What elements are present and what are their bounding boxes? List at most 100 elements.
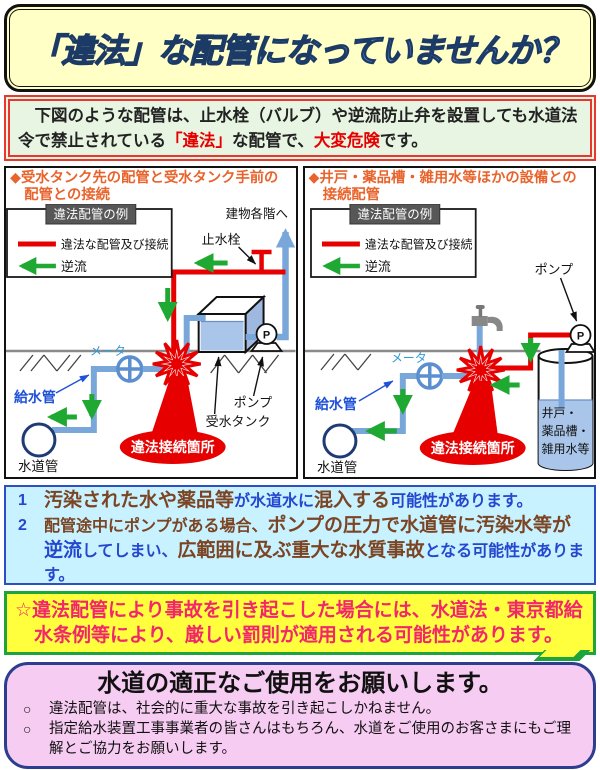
meter-label: メータ — [390, 351, 426, 365]
ground-hatch-right — [210, 354, 280, 374]
request-box: 水道の適正なご使用をお願いします。 ○ 違法配管は、社会的に重大な事故を引き起こ… — [4, 662, 596, 769]
pump-label: ポンプ — [234, 395, 273, 410]
supply-pipe-pointer — [358, 380, 393, 402]
point2-seg2: ポンプの圧力で水道管に汚染水等が — [267, 515, 571, 536]
bullet-marker-1: ○ — [23, 701, 32, 717]
alert-text-mid: な配管で、 — [232, 131, 314, 150]
point1-seg2: が水道水に — [234, 493, 315, 510]
pump-label: ポンプ — [534, 262, 573, 277]
water-main-label: 水道管 — [316, 460, 356, 475]
water-meter — [116, 355, 144, 383]
penalty-warning-box: ☆違法配管により事故を引き起こした場合には、水道法・東京都給水条例等により、厳し… — [4, 591, 596, 661]
supply-pipe-label: 給水管 — [314, 396, 356, 412]
point2-seg5: 広範囲に及ぶ重大な水質事故 — [177, 540, 425, 561]
point1-seg3: 混入する — [314, 490, 391, 511]
water-meter — [415, 362, 444, 390]
point2-seg6: となる可能性があります。 — [44, 543, 585, 584]
legend-title: 違法配管の例 — [53, 206, 128, 221]
request-bullet-1: ○ 違法配管は、社会的に重大な事故を引き起こしかねません。 — [23, 699, 577, 719]
tank-inlet-pipe — [183, 315, 206, 354]
request-bullet-2: ○ 指定給水装置工事事業者の皆さんはもちろん、水道をご使用のお客さまにもご理解と… — [23, 719, 577, 759]
well-tank-label-3: 雑用水等 — [541, 441, 589, 456]
water-main-icon — [321, 423, 357, 459]
stop-valve-pointer — [238, 246, 257, 265]
point-text-2: 配管途中にポンプがある場合、ポンプの圧力で水道管に汚染水等が逆流してしまい、広範… — [44, 514, 586, 584]
alert-box-inner: 下図のような配管は、止水栓（バルブ）や逆流防止弁を設置しても水道法令で禁止されて… — [8, 99, 592, 157]
legend-title: 違法配管の例 — [357, 206, 432, 221]
legend: 違法配管の例 違法な配管及び接続 逆流 — [309, 204, 477, 278]
ground-hatch-left — [319, 353, 371, 371]
panel-right-heading-line2: 接続配管 — [322, 187, 380, 203]
callout-wedge — [452, 381, 498, 434]
alert-text-illegal: 「違法」 — [166, 131, 233, 150]
pump-pointer — [252, 356, 264, 397]
panel-left-heading-line1: ◆受水タンク先の配管と受水タンク手前の — [10, 170, 279, 186]
point1-seg4: 可能性があります。 — [390, 493, 533, 510]
penalty-box-tail-inner — [539, 650, 581, 657]
hazard-point-2: 2 配管途中にポンプがある場合、ポンプの圧力で水道管に汚染水等が逆流してしまい、… — [14, 514, 586, 584]
request-bullet-2-text: 指定給水装置工事事業者の皆さんはもちろん、水道をご使用のお客さまにもご理解とご協… — [49, 721, 571, 757]
alert-box: 下図のような配管は、止水栓（バルブ）や逆流防止弁を設置しても水道法令で禁止されて… — [4, 95, 596, 161]
supply-pipe — [351, 373, 418, 434]
panel-right-heading: ◆井戸・薬品槽・雑用水等ほかの設備との 接続配管 — [305, 168, 595, 204]
tank-pointer — [213, 356, 222, 415]
title-banner-inner: 「違法」な配管になっていませんか？ — [9, 9, 591, 87]
alert-text-post: です。 — [379, 131, 428, 150]
pump-icon — [569, 324, 591, 346]
pump-symbol: P — [263, 329, 270, 341]
bullet-marker-2: ○ — [23, 721, 32, 737]
panel-left-heading-line2: 配管との接続 — [24, 187, 110, 203]
title-banner: 「違法」な配管になっていませんか？ — [4, 4, 596, 92]
pump-pointer — [559, 277, 577, 322]
alert-text: 下図のような配管は、止水栓（バルブ）や逆流防止弁を設置しても水道法令で禁止されて… — [18, 104, 582, 153]
point-number-1: 1 — [18, 492, 27, 509]
riser-pipe-to-building — [275, 228, 296, 341]
supply-pipe — [51, 366, 118, 433]
well-tank — [537, 348, 594, 471]
illegal-point-badge — [119, 430, 226, 464]
point-number-2: 2 — [18, 517, 27, 534]
legend-backflow: 逆流 — [61, 259, 87, 274]
stop-valve-icon — [251, 249, 272, 272]
point2-seg1: 配管途中にポンプがある場合、 — [44, 518, 268, 535]
illegal-red-pipe — [171, 269, 286, 362]
legend-backflow: 逆流 — [364, 259, 390, 274]
alert-text-pre: 下図のような配管は、止水栓（バルブ）や逆流防止弁を設置しても水道法令で禁止されて… — [18, 107, 578, 150]
supply-pipe-label: 給水管 — [14, 389, 56, 405]
pump-symbol: P — [576, 330, 583, 342]
panel-well-piping: ◆井戸・薬品槽・雑用水等ほかの設備との 接続配管 井戸・ 薬品槽・ 雑用水等 — [302, 166, 596, 479]
legend-illegal-pipe: 違法な配管及び接続 — [364, 236, 472, 251]
panel-left-heading: ◆受水タンク先の配管と受水タンク手前の 配管との接続 — [6, 168, 296, 204]
illegal-point-label: 違法接続箇所 — [131, 439, 215, 455]
alert-text-danger: 大変危険 — [313, 131, 380, 150]
meter-label: メータ — [90, 344, 126, 358]
well-tank-label-2: 薬品槽・ — [541, 424, 589, 438]
supply-pipe-pointer — [55, 374, 90, 394]
well-tank-label-1: 井戸・ — [541, 406, 577, 420]
hazard-points-box: 1 汚染された水や薬品等が水道水に混入する可能性があります。 2 配管途中にポン… — [4, 485, 596, 585]
stop-valve-label: 止水栓 — [202, 232, 241, 247]
ground-hatch-left — [19, 354, 82, 372]
faucet-icon — [471, 305, 503, 331]
legend-illegal-pipe: 違法な配管及び接続 — [61, 236, 169, 251]
receiving-tank — [196, 294, 267, 355]
water-main-icon — [21, 422, 57, 458]
request-bullet-1-text: 違法配管は、社会的に重大な事故を引き起こしかねません。 — [49, 701, 441, 717]
point1-seg1: 汚染された水や薬品等 — [44, 490, 235, 511]
diagram-left: P 違法接続箇所 — [6, 204, 296, 474]
penalty-text: ☆違法配管により事故を引き起こした場合には、水道法・東京都給水条例等により、厳し… — [15, 600, 583, 646]
illegal-point-label: 違法接続箇所 — [430, 440, 514, 456]
panel-tank-piping: ◆受水タンク先の配管と受水タンク手前の 配管との接続 — [4, 166, 298, 479]
to-building-label: 建物各階へ — [226, 206, 288, 221]
panel-right-heading-line1: ◆井戸・薬品槽・雑用水等ほかの設備との — [308, 170, 577, 186]
diagram-panels: ◆受水タンク先の配管と受水タンク手前の 配管との接続 — [4, 166, 596, 479]
point2-seg4: してしまい、 — [82, 543, 178, 560]
page-title: 「違法」な配管になっていませんか？ — [29, 31, 573, 69]
point-text-1: 汚染された水や薬品等が水道水に混入する可能性があります。 — [44, 489, 586, 514]
legend: 違法配管の例 違法な配管及び接続 逆流 — [6, 204, 173, 278]
hazard-point-1: 1 汚染された水や薬品等が水道水に混入する可能性があります。 — [14, 489, 586, 514]
callout-wedge — [151, 376, 198, 433]
diagram-right: 井戸・ 薬品槽・ 雑用水等 P — [304, 204, 594, 475]
pump-icon — [255, 323, 278, 345]
